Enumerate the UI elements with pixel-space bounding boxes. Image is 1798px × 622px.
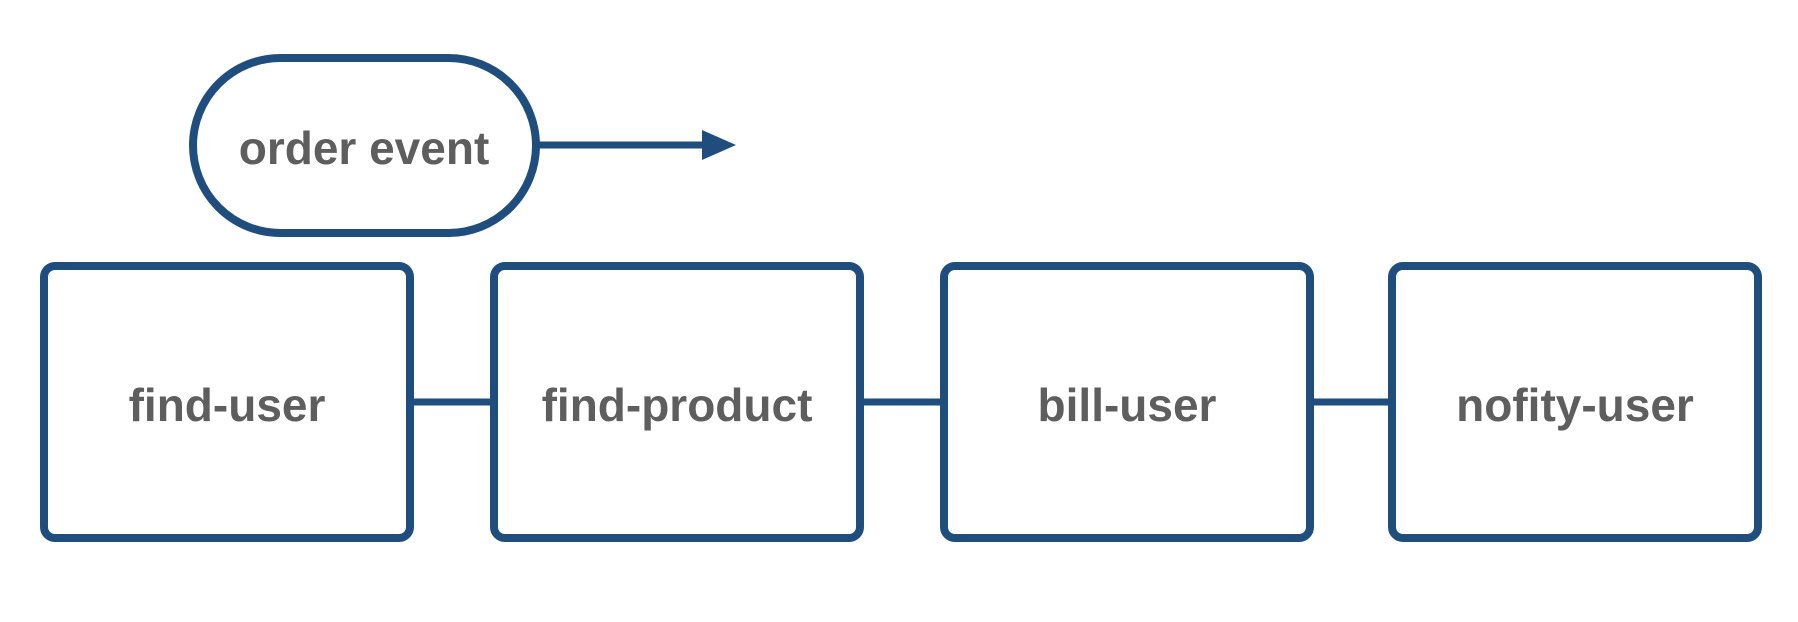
step-label-nofity-user: nofity-user [1456,379,1694,431]
step-box-find-user [40,262,414,542]
step-box-find-product [490,262,864,542]
step-label-find-product: find-product [542,379,813,431]
step-label-bill-user: bill-user [1038,379,1217,431]
step-box-nofity-user [1388,262,1762,542]
order-event-label: order event [239,122,490,174]
order-event-arrow-head [702,130,736,160]
step-box-bill-user [940,262,1314,542]
step-label-find-user: find-user [129,379,326,431]
